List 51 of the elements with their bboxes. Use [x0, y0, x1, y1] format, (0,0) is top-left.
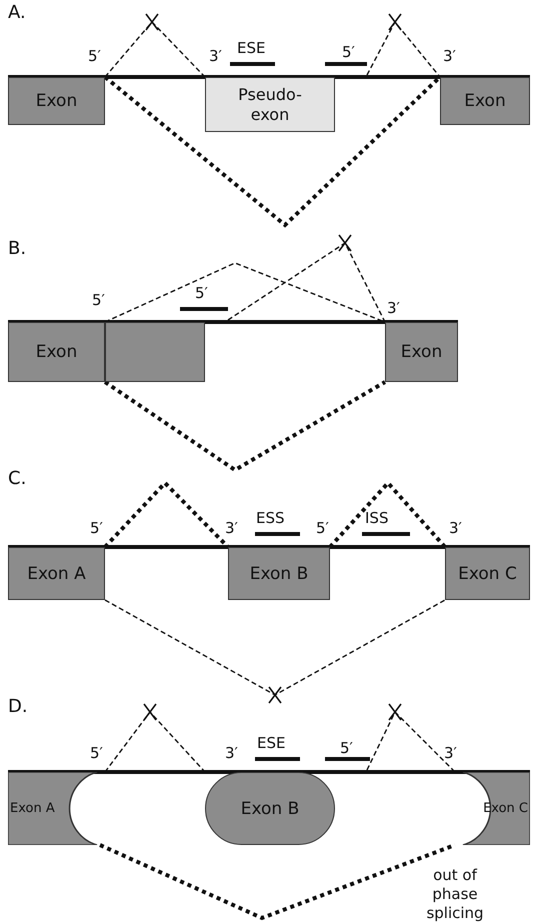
exon-label: Pseudo-exon [237, 84, 303, 124]
site-label: 5′ [342, 44, 355, 61]
site-label: 5′ [195, 285, 208, 302]
exon-box [8, 547, 105, 600]
panel-letter: A. [8, 4, 26, 21]
splicing-line [104, 599, 446, 696]
exon-box [8, 322, 105, 382]
panel-letter: D. [8, 698, 28, 715]
exon-box [440, 77, 530, 125]
exon-label: Exon B [250, 564, 308, 584]
panel-letter: B. [8, 240, 26, 257]
splicing-line [104, 380, 386, 472]
exon-label: Exon [464, 91, 506, 111]
splicing-line [99, 843, 456, 920]
intron-line [8, 320, 458, 324]
site-label: 3′ [444, 745, 457, 762]
site-label: 3′ [225, 745, 238, 762]
site-label: 3′ [449, 520, 462, 537]
exon-box [445, 547, 530, 600]
site-label: 5′ [340, 740, 353, 757]
site-label: ISS [365, 510, 388, 527]
intron-line [8, 770, 530, 774]
exon-label: Exon A [9, 800, 56, 818]
site-label: 3′ [387, 300, 400, 317]
exon-label: Exon [36, 91, 78, 111]
exon-extension-box [105, 322, 205, 382]
panel-letter: C. [8, 470, 26, 487]
exon-box [228, 547, 330, 600]
site-label: 5′ [316, 520, 329, 537]
splicing-line [366, 20, 441, 78]
site-label: 5′ [90, 520, 103, 537]
site-label: 3′ [225, 520, 238, 537]
site-label: ESS [256, 510, 285, 527]
site-label: 5′ [88, 48, 101, 65]
site-label: 3′ [443, 48, 456, 65]
exon-label: Exon [36, 342, 78, 362]
intron-line [8, 75, 530, 79]
splicing-line [228, 242, 386, 322]
site-label: 5′ [92, 292, 105, 309]
exon-label: Exon [400, 342, 442, 362]
exon-label: Exon B [240, 798, 300, 818]
exon-label: Exon A [27, 564, 86, 584]
site-label: 5′ [90, 745, 103, 762]
intron-line [8, 545, 530, 549]
exon-label: Exon C [458, 564, 517, 584]
site-label: 3′ [209, 48, 222, 65]
exon-box [8, 77, 105, 125]
exon-box [205, 77, 335, 132]
exon-box [385, 322, 458, 382]
site-label: ESE [257, 735, 286, 752]
site-label: ESE [237, 40, 266, 57]
